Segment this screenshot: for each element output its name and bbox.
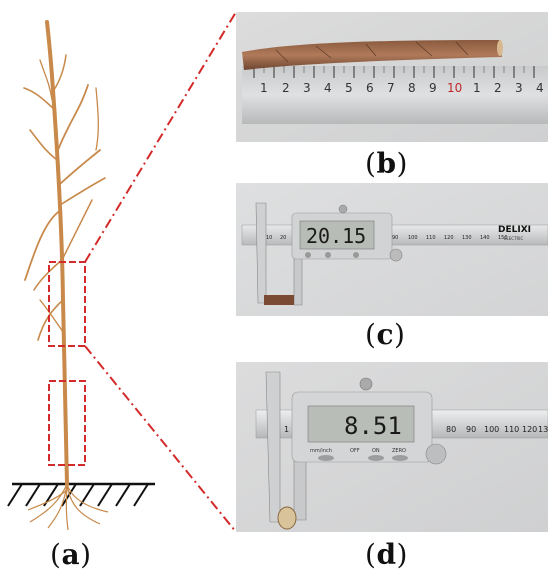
svg-text:120: 120 xyxy=(522,425,537,434)
branch-sample xyxy=(242,40,503,70)
ruler-tick-label: 2 xyxy=(282,81,290,95)
panel-label-c: (c) xyxy=(365,318,406,351)
roots xyxy=(27,483,109,531)
caliper-brand: DELIXI xyxy=(498,225,531,235)
ruler-tick-label: 3 xyxy=(303,81,311,95)
caliper-reading: 20.15 xyxy=(306,224,366,248)
svg-text:110: 110 xyxy=(426,235,436,241)
steel-ruler xyxy=(242,66,548,124)
ruler-tick-label: 2 xyxy=(494,81,502,95)
svg-text:90: 90 xyxy=(392,235,398,241)
connector-line-top xyxy=(84,11,237,263)
svg-text:100: 100 xyxy=(408,235,418,241)
ruler-tick-label: 3 xyxy=(515,81,523,95)
svg-text:1: 1 xyxy=(284,425,289,434)
branch-cross-section xyxy=(277,506,297,530)
photo-caliper-length: 10 20 30 90 100 110 120 130 140 150 20.1… xyxy=(236,183,548,316)
svg-text:150: 150 xyxy=(498,235,508,241)
panel-label-b: (b) xyxy=(365,147,408,180)
panel-label-d: (d) xyxy=(365,538,408,571)
svg-text:130: 130 xyxy=(538,425,548,434)
ruler-tick-label: 9 xyxy=(429,81,437,95)
ruler-tick-label: 5 xyxy=(345,81,353,95)
ruler-tick-label: 7 xyxy=(387,81,395,95)
ruler-tick-label: 6 xyxy=(366,81,374,95)
photo-caliper-diameter: 1 80 90 100 110 120 130 8.51 mm/inch OFF… xyxy=(236,362,548,532)
caliper-button-label: mm/inch xyxy=(310,448,332,454)
connector-line-bottom xyxy=(84,345,237,533)
caliper-button-label: OFF xyxy=(350,448,360,454)
svg-text:10: 10 xyxy=(266,235,272,241)
svg-text:110: 110 xyxy=(504,425,519,434)
ruler-tick-label: 1 xyxy=(473,81,481,95)
ruler-tick-label-highlight: 10 xyxy=(447,81,462,95)
ruler-tick-label: 4 xyxy=(324,81,332,95)
ruler-tick-label: 4 xyxy=(536,81,544,95)
caliper-button-label: ZERO xyxy=(392,448,406,454)
caliper-brand-sub: ELECTRIC xyxy=(504,236,523,241)
caliper-lcd xyxy=(307,405,415,443)
svg-text:130: 130 xyxy=(462,235,472,241)
ruler-tick-label: 1 xyxy=(260,81,268,95)
svg-text:80: 80 xyxy=(446,425,456,434)
photo-ruler: 1 2 3 4 5 6 7 8 9 10 1 2 3 4 xyxy=(236,12,548,142)
sapling-illustration xyxy=(7,20,155,531)
panel-label-a: (a) xyxy=(50,538,92,571)
svg-text:90: 90 xyxy=(466,425,476,434)
ruler-tick-label: 8 xyxy=(408,81,416,95)
caliper-reading: 8.51 xyxy=(344,412,402,440)
svg-text:20: 20 xyxy=(280,235,286,241)
svg-text:100: 100 xyxy=(484,425,499,434)
tree xyxy=(23,20,106,486)
svg-text:140: 140 xyxy=(480,235,490,241)
caliper-button-label: ON xyxy=(372,448,380,454)
svg-text:120: 120 xyxy=(444,235,454,241)
branch-sample-end xyxy=(264,295,294,305)
caliper-lcd xyxy=(299,220,375,250)
caliper-jaw-fixed xyxy=(255,202,267,304)
